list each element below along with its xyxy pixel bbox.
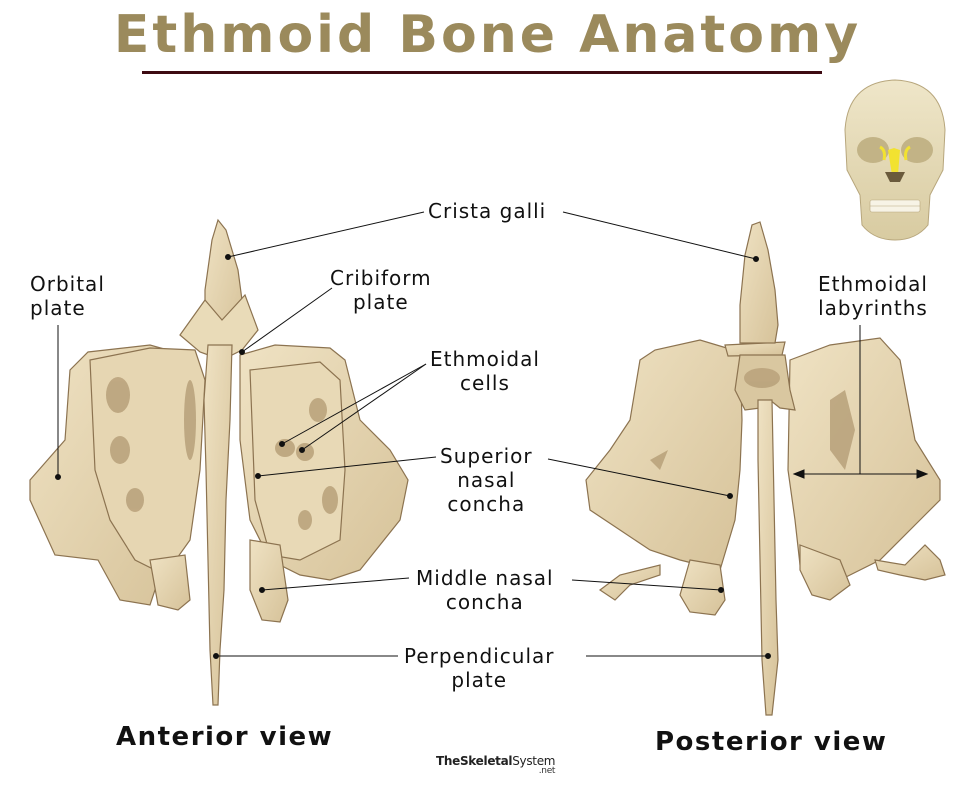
label-text: Superior [440,444,533,468]
label-orbital-plate: Orbital plate [30,272,105,320]
label-superior-nasal-concha: Superior nasal concha [440,444,533,516]
label-text: Crista galli [428,199,547,223]
brand-tld: .net [538,766,556,776]
anterior-view-caption: Anterior view [116,722,334,752]
brand-name-bold: TheSkeletal [436,754,513,768]
label-cribiform-plate: Cribiform plate [330,266,432,314]
label-text: plate [30,296,86,320]
label-middle-nasal-concha: Middle nasal concha [416,566,554,614]
leader-lines [55,211,929,659]
label-text: concha [445,590,524,614]
label-text: plate [451,668,508,692]
label-text: nasal [457,468,516,492]
posterior-view-caption: Posterior view [655,727,888,757]
title-underline [142,71,822,74]
label-text: Middle nasal [416,566,554,590]
label-text: Perpendicular [404,644,555,668]
label-text: Cribiform [330,266,432,290]
label-text: Ethmoidal [818,272,928,296]
label-text: cells [460,371,510,395]
anterior-view-bone [29,218,409,706]
label-text: Orbital [30,272,105,296]
label-ethmoidal-cells: Ethmoidal cells [430,347,540,395]
label-text: concha [447,492,526,516]
label-ethmoidal-labyrinths: Ethmoidal labyrinths [818,272,928,320]
skull-inset-icon [844,79,946,241]
label-text: Ethmoidal [430,347,540,371]
page-title: Ethmoid Bone Anatomy [113,5,862,65]
label-text: plate [352,290,409,314]
label-text: labyrinths [818,296,928,320]
brand-name-regular: System [512,754,556,768]
brand-logo: TheSkeletalSystem .net [436,754,556,776]
label-perpendicular-plate: Perpendicular plate [404,644,555,692]
posterior-view-bone [585,221,946,716]
label-crista-galli: Crista galli [428,199,546,223]
